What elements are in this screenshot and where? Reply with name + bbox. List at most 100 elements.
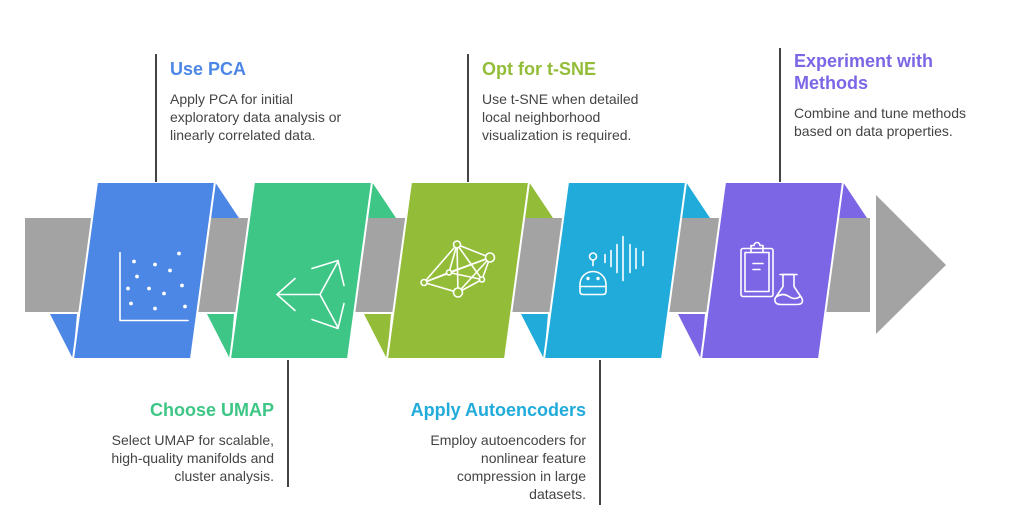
network-node — [420, 278, 428, 287]
network-node — [452, 287, 464, 298]
step-panel-4 — [521, 181, 710, 360]
desc-line: Combine and tune methods — [794, 105, 966, 121]
fold-bottom — [521, 314, 548, 359]
scatter-dot — [177, 251, 181, 256]
fold-top — [211, 182, 239, 218]
network-edge — [448, 271, 483, 281]
step-title: Opt for t-SNE — [482, 59, 596, 79]
network-edge — [423, 256, 491, 284]
network-edge — [456, 243, 483, 281]
step-description: Select UMAP for scalable, high-quality m… — [54, 431, 274, 485]
step-description: Apply PCA for initial exploratory data a… — [170, 90, 390, 144]
desc-line: local neighborhood — [482, 109, 601, 125]
desc-line: based on data properties. — [794, 123, 953, 139]
scatter-dot — [153, 306, 157, 311]
network-edge — [423, 243, 458, 284]
scatter-dot — [153, 262, 157, 267]
network-node — [452, 240, 462, 249]
three-d-axes-icon — [276, 259, 345, 330]
scatter-dot — [147, 286, 151, 291]
arrow-up — [311, 259, 345, 287]
step-panel-2 — [207, 181, 396, 360]
scatter-dot — [126, 286, 130, 291]
step-title: Experiment with Methods — [794, 50, 1014, 94]
scatter-dot — [180, 283, 184, 288]
step-label-experiment: Experiment with Methods Combine and tune… — [794, 50, 1014, 140]
desc-line: datasets. — [529, 486, 586, 502]
desc-line: cluster analysis. — [174, 468, 274, 484]
scatter-dot — [168, 268, 172, 273]
step-title: Use PCA — [170, 59, 247, 79]
step-panel-1 — [50, 181, 239, 360]
desc-line: nonlinear feature — [480, 450, 586, 466]
clipboard-back — [740, 247, 774, 298]
network-node — [484, 252, 496, 263]
network-edge — [456, 243, 459, 294]
network-edge — [457, 256, 491, 294]
scatter-dot — [129, 301, 133, 306]
desc-line: linearly correlated data. — [170, 127, 316, 143]
panel-body — [542, 181, 688, 360]
desc-line: Use t-SNE when detailed — [482, 91, 639, 107]
flask-liquid — [776, 293, 801, 300]
scatter-dot — [183, 304, 187, 309]
arrow-head — [876, 195, 946, 334]
title-line: Experiment with — [794, 51, 934, 71]
panel-body — [228, 181, 374, 360]
fold-top — [525, 182, 553, 218]
step-description: Employ autoencoders for nonlinear featur… — [336, 431, 586, 503]
desc-line: Employ autoencoders for — [430, 432, 586, 448]
flask — [774, 273, 804, 306]
connectors — [155, 48, 781, 505]
scatter-dot — [162, 291, 166, 296]
desc-line: exploratory data analysis or — [170, 109, 342, 125]
step-panel-3 — [364, 181, 553, 360]
fold-bottom — [678, 314, 705, 359]
network-edge — [456, 243, 491, 259]
clipboard-sheet — [744, 251, 770, 293]
step-description: Use t-SNE when detailed local neighborho… — [482, 90, 702, 144]
panel-body — [699, 181, 845, 360]
network-edge — [423, 281, 459, 294]
fold-top — [839, 182, 867, 218]
step-label-autoencoders: Apply Autoencoders Employ autoencoders f… — [336, 399, 586, 503]
desc-line: Select UMAP for scalable, — [111, 432, 274, 448]
step-description: Combine and tune methods based on data p… — [794, 104, 1014, 140]
scatter-plot-icon — [119, 251, 189, 322]
network-graph-icon — [420, 240, 496, 298]
fold-top — [368, 182, 396, 218]
axis-y — [319, 260, 339, 296]
robot-eye — [586, 276, 590, 281]
fold-bottom — [207, 314, 234, 359]
robot-voice-icon — [579, 235, 644, 296]
desc-line: compression in large — [456, 468, 586, 484]
axis-lines — [119, 251, 189, 322]
step-panel-5 — [678, 181, 867, 360]
step-title: Choose UMAP — [149, 400, 274, 420]
fold-top — [682, 182, 710, 218]
step-label-pca: Use PCA Apply PCA for initial explorator… — [170, 58, 390, 144]
robot-eye — [596, 276, 600, 281]
clipboard-clip — [750, 241, 764, 254]
step-panels — [50, 181, 867, 360]
title-line: Methods — [794, 73, 868, 93]
fold-bottom — [50, 314, 77, 359]
scatter-dot — [135, 274, 139, 279]
desc-line: high-quality manifolds and — [111, 450, 274, 466]
desc-line: Apply PCA for initial — [170, 91, 293, 107]
panel-body — [71, 181, 217, 360]
scatter-dot — [132, 259, 136, 264]
step-label-tsne: Opt for t-SNE Use t-SNE when detailed lo… — [482, 58, 702, 144]
step-label-umap: Choose UMAP Select UMAP for scalable, hi… — [54, 399, 274, 485]
step-title: Apply Autoencoders — [410, 400, 586, 420]
desc-line: visualization is required. — [482, 127, 632, 143]
arrow-down — [311, 302, 345, 330]
network-node — [478, 276, 486, 283]
robot-head — [579, 270, 607, 296]
clipboard-flask-icon — [740, 241, 804, 306]
axis-z — [319, 293, 339, 329]
network-node — [445, 269, 453, 276]
fold-bottom — [364, 314, 391, 359]
network-edge — [448, 243, 458, 274]
